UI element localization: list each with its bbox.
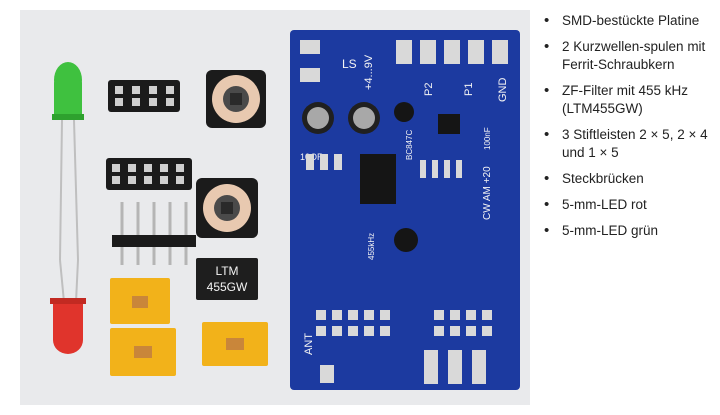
filter-label-455gw: 455GW (207, 280, 248, 294)
pin-header-2x5 (106, 158, 192, 190)
list-item: • SMD-bestückte Platine (540, 12, 715, 30)
bullet-icon: • (544, 12, 550, 29)
list-item-text: 5-mm-LED grün (562, 223, 659, 238)
pcb-label-ls: LS (342, 57, 357, 71)
bullet-icon: • (544, 38, 550, 55)
list-item-text: Steckbrücken (562, 171, 644, 186)
list-item-text: 2 Kurzwellen-spulen mit Ferrit-Schraubke… (562, 39, 706, 72)
list-item-text: ZF-Filter mit 455 kHz (LTM455GW) (562, 83, 689, 116)
green-led (52, 62, 84, 261)
pin-header-2x4 (108, 80, 180, 112)
coil-2 (196, 178, 258, 238)
list-item: • 5-mm-LED rot (540, 196, 715, 214)
list-item: • Steckbrücken (540, 170, 715, 188)
list-item-text: SMD-bestückte Platine (562, 13, 700, 28)
pcb-label-khz: 455kHz (367, 233, 376, 260)
pcb-board: LS +4...9V P2 P1 GND BC847C 100nF CW AM … (290, 30, 520, 390)
pcb-label-voltage: +4...9V (363, 54, 375, 90)
list-item: • 3 Stiftleisten 2 × 5, 2 × 4 und 1 × 5 (540, 126, 715, 162)
ltm-filter: LTM 455GW (196, 258, 258, 300)
pin-header-1x5 (112, 202, 196, 265)
pcb-label-cw-am: CW AM +20 (482, 166, 493, 220)
list-item-text: 3 Stiftleisten 2 × 5, 2 × 4 und 1 × 5 (562, 127, 708, 160)
bullet-icon: • (544, 222, 550, 239)
bullet-icon: • (544, 82, 550, 99)
bullet-icon: • (544, 196, 550, 213)
pcb-label-p1: P1 (463, 83, 475, 96)
electrolytic-capacitors (302, 102, 380, 134)
ic-chip (360, 154, 396, 204)
list-item: • ZF-Filter mit 455 kHz (LTM455GW) (540, 82, 715, 118)
kit-photo-svg: LTM 455GW LS +4...9 (50, 30, 520, 390)
list-item: • 2 Kurzwellen-spulen mit Ferrit-Schraubk… (540, 38, 715, 74)
feature-list: • SMD-bestückte Platine • 2 Kurzwellen-spu… (540, 12, 715, 248)
pcb-bottom-pins (316, 310, 492, 384)
pcb-label-gnd: GND (497, 78, 509, 103)
coil-1 (206, 70, 266, 128)
list-item: • 5-mm-LED grün (540, 222, 715, 240)
list-item-text: 5-mm-LED rot (562, 197, 647, 212)
pcb-label-transistor: BC847C (405, 130, 414, 160)
bullet-icon: • (544, 126, 550, 143)
filter-label-ltm: LTM (215, 264, 238, 278)
pcb-label-ant: ANT (303, 333, 315, 355)
pcb-label-100nf: 100nF (483, 127, 492, 150)
bullet-icon: • (544, 170, 550, 187)
jumpers (110, 278, 268, 376)
pcb-label-p2: P2 (423, 83, 435, 96)
kit-components-photo: LTM 455GW LS +4...9 (20, 10, 530, 405)
red-led (50, 259, 86, 354)
